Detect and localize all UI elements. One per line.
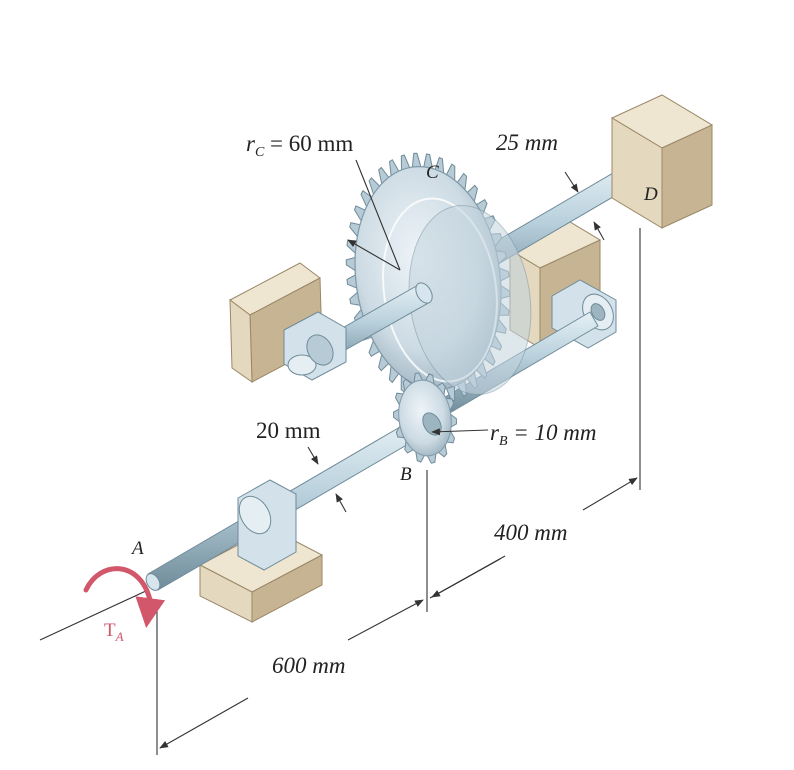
label-length-bd: 400 mm: [494, 520, 567, 545]
bearing-lower-left: [237, 479, 297, 571]
label-rc: rC = 60 mm: [246, 131, 353, 160]
label-diameter-cd: 25 mm: [496, 130, 558, 155]
support-block-d: [610, 94, 714, 229]
label-rb: rB = 10 mm: [490, 420, 597, 449]
label-torque: TA: [104, 620, 124, 644]
gear-b: [392, 372, 458, 464]
torque-arrow: [83, 566, 166, 628]
bearing-upper-left: [283, 311, 347, 381]
point-b: B: [400, 464, 412, 485]
label-length-ab: 600 mm: [272, 653, 345, 678]
point-c: C: [426, 162, 439, 183]
point-d: D: [643, 184, 658, 205]
point-a: A: [130, 538, 144, 559]
label-diameter-ab: 20 mm: [256, 418, 321, 443]
labels: rC = 60 mm 25 mm 20 mm rB = 10 mm 400 mm…: [104, 130, 658, 678]
gear-c: [345, 152, 532, 404]
dimension-lines: [39, 159, 641, 755]
